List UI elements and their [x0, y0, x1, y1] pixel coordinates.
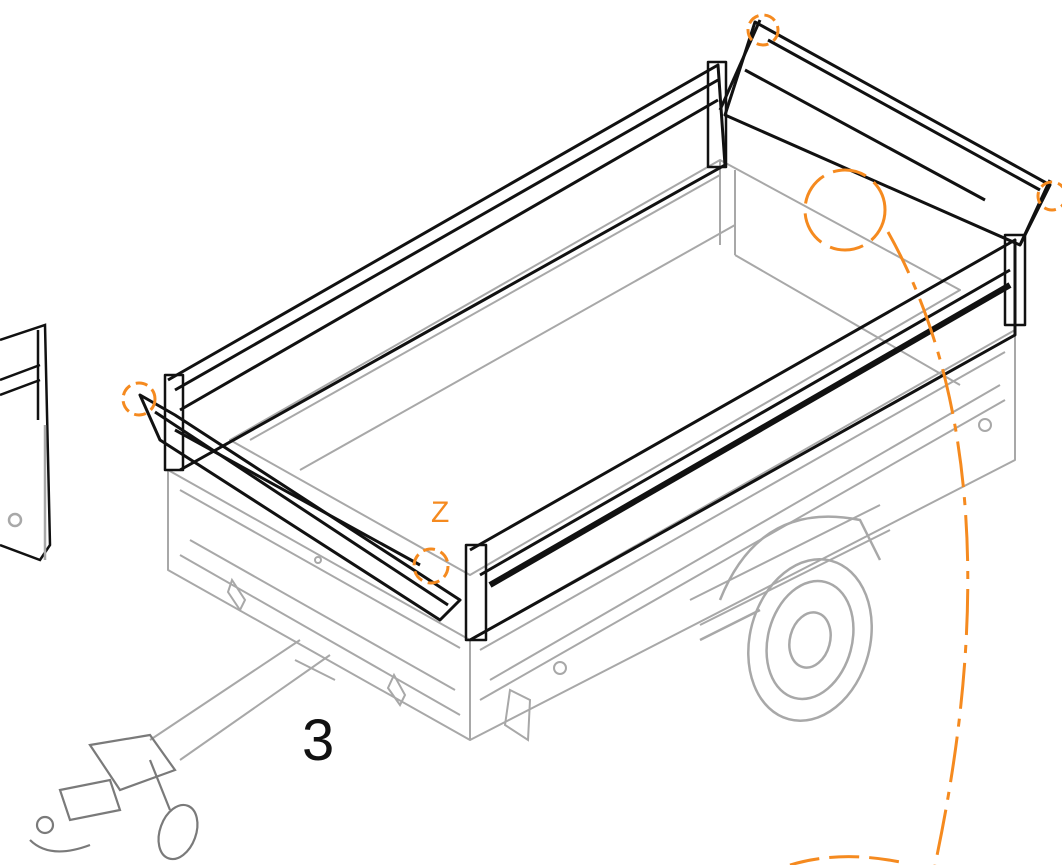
- highlight-callouts: [121, 13, 1062, 865]
- highlight-circle-icon: [412, 547, 450, 585]
- fastener-details: [226, 418, 992, 742]
- step-number: 3: [302, 708, 335, 773]
- trailer-base-body: [149, 159, 1016, 761]
- callout-leader-line: [886, 231, 970, 865]
- wheel-icon: [699, 515, 882, 722]
- hitch-coupling-icon: [29, 733, 177, 853]
- highlight-circle-icon: [746, 13, 780, 47]
- highlight-circle-icon: [803, 168, 887, 252]
- trailer-side-boards: [138, 19, 1052, 642]
- highlight-circle-icon: [121, 381, 157, 417]
- jockey-wheel-icon: [148, 759, 199, 861]
- callout-leader-end: [789, 855, 901, 865]
- highlight-circle-icon: [1036, 180, 1062, 212]
- callout-letter-label: Z: [431, 496, 450, 529]
- adjacent-trailer-fragment: [0, 323, 52, 562]
